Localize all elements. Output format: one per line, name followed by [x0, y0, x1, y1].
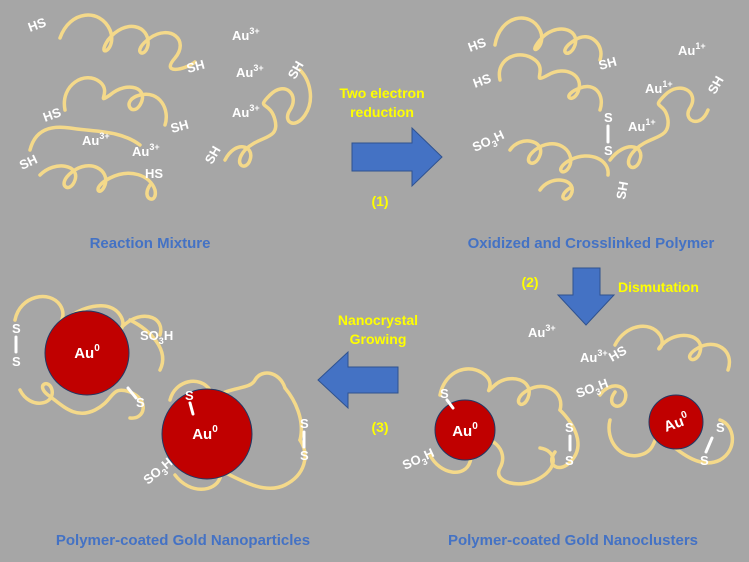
- nanoclusters-group: Au0 Au0 S S S S S SO3H SO3H HS Au3+ Au3+…: [400, 323, 735, 549]
- step2-arrow-group: (2) Dismutation: [521, 267, 699, 326]
- sulfur-label: S: [300, 448, 309, 463]
- au1-ion-label: Au1+: [645, 79, 673, 96]
- hs-label: HS: [26, 14, 48, 34]
- step3-arrow-group: Nanocrystal Growing (3): [317, 312, 418, 435]
- so3h-label: SO3H: [574, 375, 611, 403]
- polymer-chain: [128, 318, 165, 372]
- sulfur-label: S: [565, 453, 574, 468]
- polymer-chain: [493, 16, 603, 62]
- step3-number: (3): [371, 419, 388, 435]
- caption-oxidized-polymer: Oxidized and Crosslinked Polymer: [468, 235, 715, 252]
- sh-label: SH: [169, 117, 190, 136]
- step1-label-line1: Two electron: [339, 85, 424, 101]
- sulfur-label: S: [136, 395, 145, 410]
- step3-label-line2: Growing: [350, 331, 407, 347]
- nanoparticles-group: Au0 Au0 S S S S S S SO3H SO3H Polymer-co…: [12, 294, 310, 549]
- au3-ion-label: Au3+: [528, 323, 556, 340]
- caption-reaction-mixture: Reaction Mixture: [90, 235, 211, 252]
- step1-number: (1): [371, 193, 388, 209]
- gold-nanoparticle-core: [44, 310, 130, 396]
- polymer-chain: [62, 76, 168, 127]
- polymer-chain: [497, 53, 603, 112]
- polymer-chain: [598, 384, 628, 408]
- sh-label: SH: [17, 151, 40, 172]
- hs-label: HS: [471, 70, 493, 90]
- hs-label: HS: [466, 34, 488, 54]
- hs-label: HS: [41, 104, 63, 124]
- sulfur-label: S: [12, 354, 21, 369]
- au1-ion-label: Au1+: [628, 117, 656, 134]
- step1-arrow-group: Two electron reduction (1): [339, 85, 443, 209]
- polymer-chain: [608, 86, 710, 170]
- sh-label: SH: [285, 58, 307, 81]
- step1-label-line2: reduction: [350, 104, 414, 120]
- polymer-chain: [508, 139, 610, 177]
- au3-ion-label: Au3+: [232, 103, 260, 120]
- polymer-chain: [538, 178, 574, 201]
- polymer-chain: [283, 386, 303, 442]
- so3h-label: SO3H: [400, 445, 438, 475]
- sh-label: SH: [613, 180, 631, 200]
- au3-ion-label: Au3+: [82, 131, 110, 148]
- au0-label: Au0: [661, 409, 692, 436]
- au0-label: Au0: [74, 343, 100, 362]
- gold-nanoparticle-core: [161, 388, 253, 480]
- polymer-chain: [223, 68, 313, 168]
- sh-label: SH: [185, 57, 206, 76]
- sulfur-label: S: [604, 143, 613, 158]
- sulfur-label: S: [12, 321, 21, 336]
- au-s-bond: [126, 386, 138, 400]
- gold-nanocluster-core: [434, 399, 496, 461]
- gold-nanocluster-core: [648, 394, 704, 450]
- reaction-mixture-group: HS SH HS SH SH HS SH SH Au3+ Au3+ Au3+ A…: [17, 13, 313, 252]
- caption-nanoparticles: Polymer-coated Gold Nanoparticles: [56, 532, 310, 549]
- sh-label: SH: [597, 54, 618, 73]
- hs-label: HS: [606, 342, 629, 364]
- polymer-chain: [58, 13, 197, 72]
- au3-ion-label: Au3+: [132, 142, 160, 159]
- au3-ion-label: Au3+: [232, 26, 260, 43]
- polymer-chain: [38, 164, 157, 201]
- disulfide-bond: [704, 436, 714, 454]
- step2-arrow: [556, 267, 616, 326]
- sulfur-label: S: [700, 453, 709, 468]
- step3-label-line1: Nanocrystal: [338, 312, 418, 328]
- sulfur-label: S: [440, 386, 449, 401]
- sh-label: SH: [705, 73, 727, 96]
- au-s-bond: [445, 398, 455, 410]
- au0-label: Au0: [192, 424, 218, 443]
- sulfur-label: S: [716, 420, 725, 435]
- polymer-chain: [28, 125, 142, 152]
- au3-ion-label: Au3+: [236, 63, 264, 80]
- step3-arrow: [317, 350, 399, 410]
- caption-nanoclusters: Polymer-coated Gold Nanoclusters: [448, 532, 698, 549]
- sulfur-label: S: [565, 420, 574, 435]
- so3h-label: SO3H: [470, 127, 508, 157]
- so3h-label: SO3H: [140, 328, 173, 346]
- step1-arrow: [351, 126, 443, 188]
- au1-ion-label: Au1+: [678, 41, 706, 58]
- sh-label: SH: [202, 143, 224, 166]
- step2-label: Dismutation: [618, 279, 699, 295]
- au0-label: Au0: [452, 421, 478, 440]
- sulfur-label: S: [604, 110, 613, 125]
- sulfur-label: S: [300, 416, 309, 431]
- polymer-chain: [438, 367, 563, 412]
- step2-number: (2): [521, 274, 538, 290]
- sulfur-label: S: [185, 388, 194, 403]
- polymer-chain: [428, 436, 555, 486]
- oxidized-polymer-group: HS HS SH SH SH SO3H S S Au1+ Au1+ Au1+ O…: [466, 16, 727, 252]
- au-s-bond: [188, 401, 195, 416]
- polymer-chain: [550, 408, 580, 470]
- polymer-chain: [613, 324, 732, 372]
- au3-ion-label: Au3+: [580, 348, 608, 365]
- hs-label: HS: [145, 166, 163, 181]
